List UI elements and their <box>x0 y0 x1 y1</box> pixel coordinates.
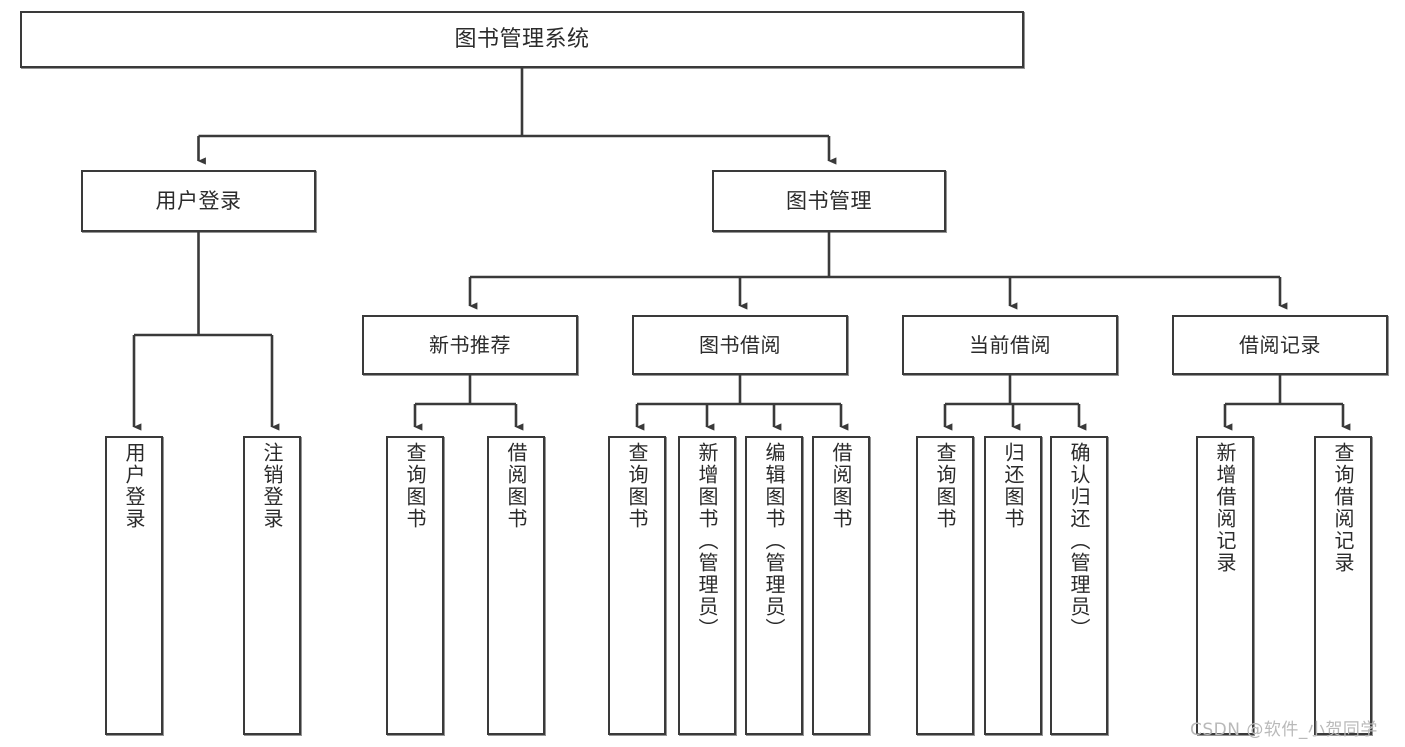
node-root[interactable]: 图书管理系统 <box>20 11 1024 68</box>
node-label: 借阅记录 <box>1239 332 1321 357</box>
node-label: 注销登录 <box>260 442 284 530</box>
node-label: 图书管理系统 <box>454 26 590 52</box>
node-label: 确认归还（管理员） <box>1067 442 1091 640</box>
node-leaf-borrow-3[interactable]: 编辑图书（管理员） <box>745 436 803 735</box>
node-newbook[interactable]: 新书推荐 <box>362 315 578 375</box>
node-leaf-borrow-2[interactable]: 新增图书（管理员） <box>678 436 736 735</box>
node-leaf-borrow-1[interactable]: 查询图书 <box>608 436 666 735</box>
node-leaf-login-2[interactable]: 注销登录 <box>243 436 301 735</box>
node-label: 查询图书 <box>933 442 957 530</box>
node-label: 新增图书（管理员） <box>695 442 719 640</box>
node-leaf-cur-2[interactable]: 归还图书 <box>984 436 1042 735</box>
node-leaf-cur-1[interactable]: 查询图书 <box>916 436 974 735</box>
watermark-label: CSDN @软件_小贺同学 <box>1190 720 1378 740</box>
node-leaf-login-1[interactable]: 用户登录 <box>105 436 163 735</box>
node-label: 用户登录 <box>155 188 242 213</box>
node-label: 借阅图书 <box>829 442 853 530</box>
node-current[interactable]: 当前借阅 <box>902 315 1118 375</box>
node-label: 查询图书 <box>625 442 649 530</box>
node-label: 当前借阅 <box>969 332 1051 357</box>
node-label: 编辑图书（管理员） <box>762 442 786 640</box>
node-label: 用户登录 <box>122 442 146 530</box>
node-bookmgmt[interactable]: 图书管理 <box>712 170 946 232</box>
node-leaf-new-1[interactable]: 查询图书 <box>386 436 444 735</box>
node-label: 查询图书 <box>403 442 427 530</box>
node-label: 新书推荐 <box>429 332 511 357</box>
node-label: 图书管理 <box>786 188 872 213</box>
node-label: 查询借阅记录 <box>1331 442 1355 574</box>
node-label: 图书借阅 <box>699 332 781 357</box>
node-leaf-rec-1[interactable]: 新增借阅记录 <box>1196 436 1254 735</box>
node-label: 借阅图书 <box>504 442 528 530</box>
node-leaf-rec-2[interactable]: 查询借阅记录 <box>1314 436 1372 735</box>
node-label: 新增借阅记录 <box>1213 442 1237 574</box>
node-leaf-new-2[interactable]: 借阅图书 <box>487 436 545 735</box>
node-login[interactable]: 用户登录 <box>81 170 316 232</box>
node-label: 归还图书 <box>1001 442 1025 530</box>
node-leaf-cur-3[interactable]: 确认归还（管理员） <box>1050 436 1108 735</box>
node-records[interactable]: 借阅记录 <box>1172 315 1388 375</box>
node-borrow[interactable]: 图书借阅 <box>632 315 848 375</box>
node-leaf-borrow-4[interactable]: 借阅图书 <box>812 436 870 735</box>
